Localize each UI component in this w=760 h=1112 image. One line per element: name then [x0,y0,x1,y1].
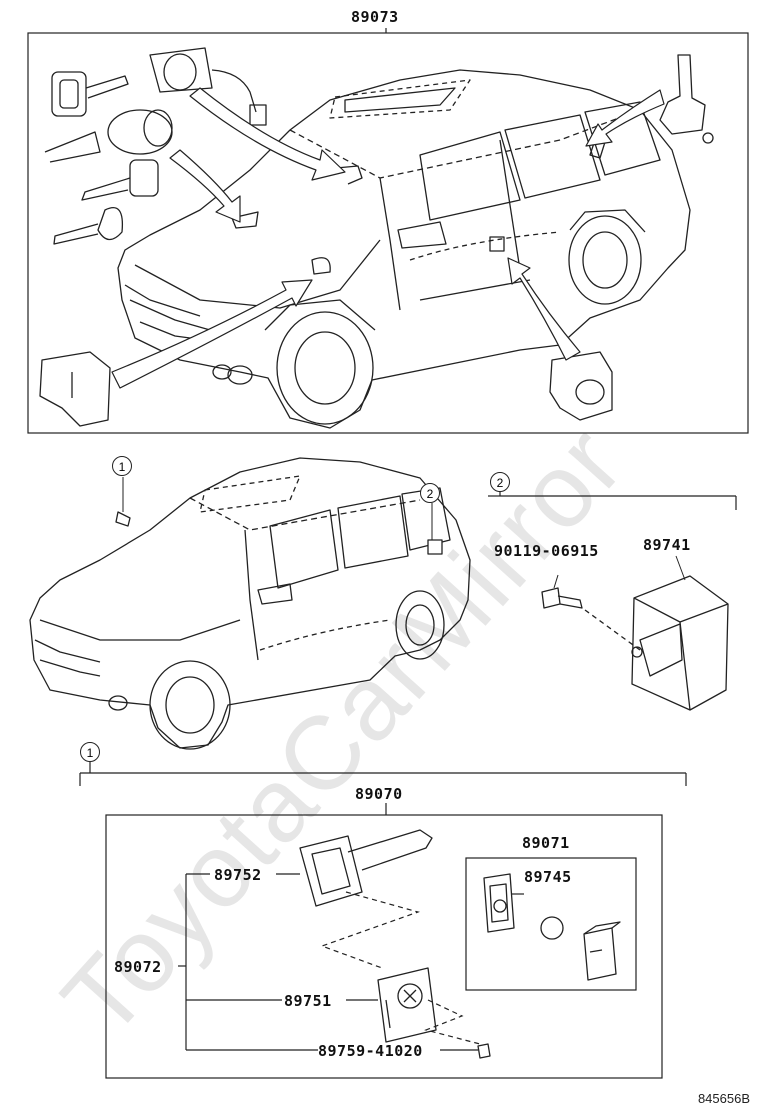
top-panel [27,28,749,434]
label-key-set: 89070 [355,785,403,803]
ref-circle-2-group: 2 [490,472,510,492]
ecu-assembly [541,555,729,711]
label-key-sub-group: 89072 [114,958,162,976]
key-drawings [299,829,491,1059]
middle-car-illustration [29,457,471,750]
ecu-group-bracket [488,481,737,510]
lock-cylinder-parts [39,47,714,427]
label-screw: 89759-41020 [318,1042,423,1060]
label-bolt: 90119-06915 [494,542,599,560]
label-key: 89752 [214,866,262,884]
label-remote: 89071 [522,834,570,852]
ref-circle-2-on-car: 2 [420,483,440,503]
key-set-leaders [178,873,481,1051]
ref-circle-1-transponder: 1 [112,456,132,476]
label-lock-cylinder-set: 89073 [351,8,399,26]
label-transponder-ecu: 89741 [643,536,691,554]
label-key-plate: 89751 [284,992,332,1010]
ref-circle-1-key-set: 1 [80,742,100,762]
top-arrows [111,87,665,389]
remote-drawings [483,873,621,981]
label-battery: 89745 [524,868,572,886]
diagram-code: 845656B [697,1091,750,1106]
key-set-bracket [79,762,687,1079]
top-car-illustration [117,69,691,429]
